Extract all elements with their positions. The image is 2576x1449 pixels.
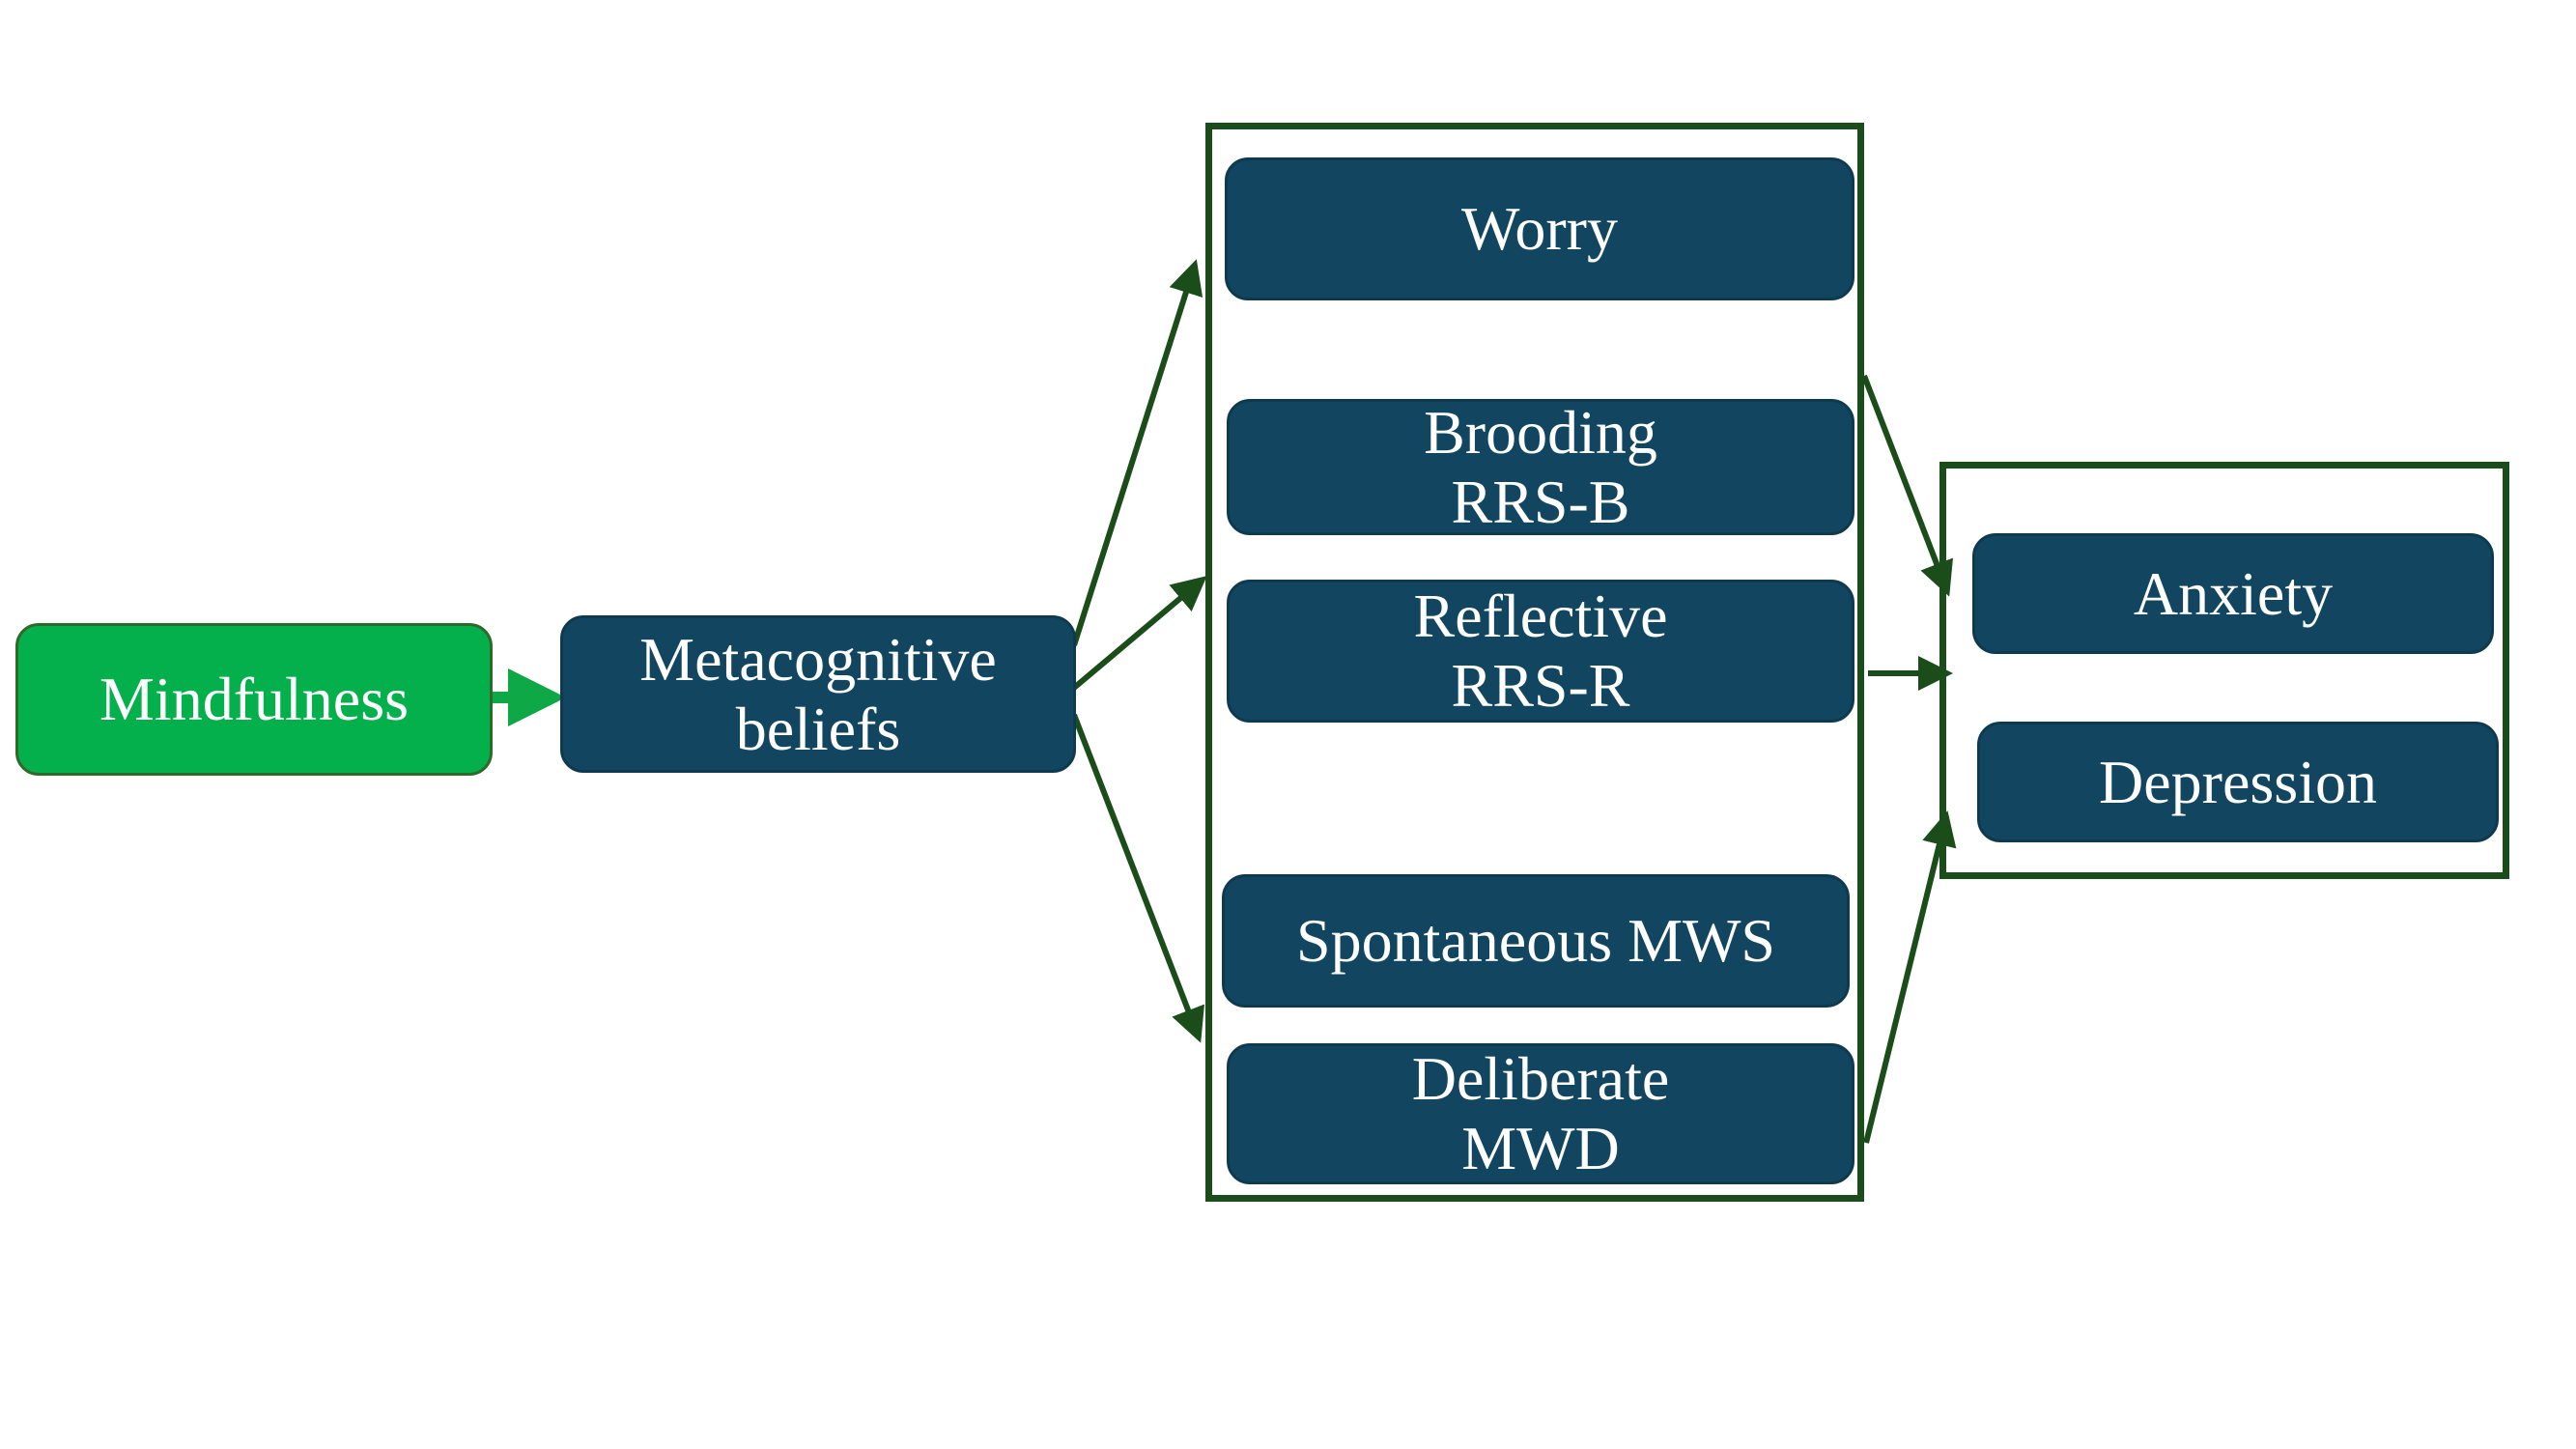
metacognitive-beliefs-node: Metacognitive beliefs	[560, 615, 1076, 773]
mediators-group-frame	[1205, 123, 1864, 1202]
brooding-label-line-2: RRS-B	[1451, 467, 1630, 536]
deliberate-mind-wandering-node: Deliberate MWD	[1227, 1043, 1854, 1184]
spontaneous-label: Spontaneous MWS	[1296, 906, 1775, 976]
arrow-mind-wandering-to-outcomes	[1863, 810, 1957, 1144]
brooding-label-line-1: Brooding	[1424, 397, 1657, 467]
arrow-metacognitive-to-rumination	[1072, 576, 1207, 691]
depression-label: Depression	[2099, 747, 2377, 816]
anxiety-label: Anxiety	[2133, 558, 2334, 628]
reflective-label-line-2: RRS-R	[1451, 651, 1630, 720]
arrow-worry-to-outcomes	[1861, 374, 1953, 597]
brooding-node: Brooding RRS-B	[1227, 397, 1854, 536]
mindfulness-label: Mindfulness	[99, 665, 409, 734]
anxiety-node: Anxiety	[1972, 533, 2494, 654]
reflective-label-line-1: Reflective	[1413, 582, 1668, 651]
worry-node: Worry	[1225, 157, 1854, 300]
depression-node: Depression	[1977, 722, 2499, 842]
deliberate-label-line-2: MWD	[1461, 1114, 1620, 1182]
metacognitive-label-line-1: Metacognitive	[639, 624, 997, 694]
arrow-metacognitive-to-worry	[1071, 259, 1203, 646]
deliberate-label-line-1: Deliberate	[1411, 1044, 1670, 1114]
arrow-metacognitive-to-mind-wandering	[1071, 713, 1204, 1043]
metacognitive-label-line-2: beliefs	[735, 694, 901, 763]
worry-label: Worry	[1461, 194, 1618, 264]
spontaneous-mind-wandering-node: Spontaneous MWS	[1222, 874, 1850, 1008]
mindfulness-node: Mindfulness	[15, 623, 493, 776]
reflective-node: Reflective RRS-R	[1227, 580, 1854, 723]
